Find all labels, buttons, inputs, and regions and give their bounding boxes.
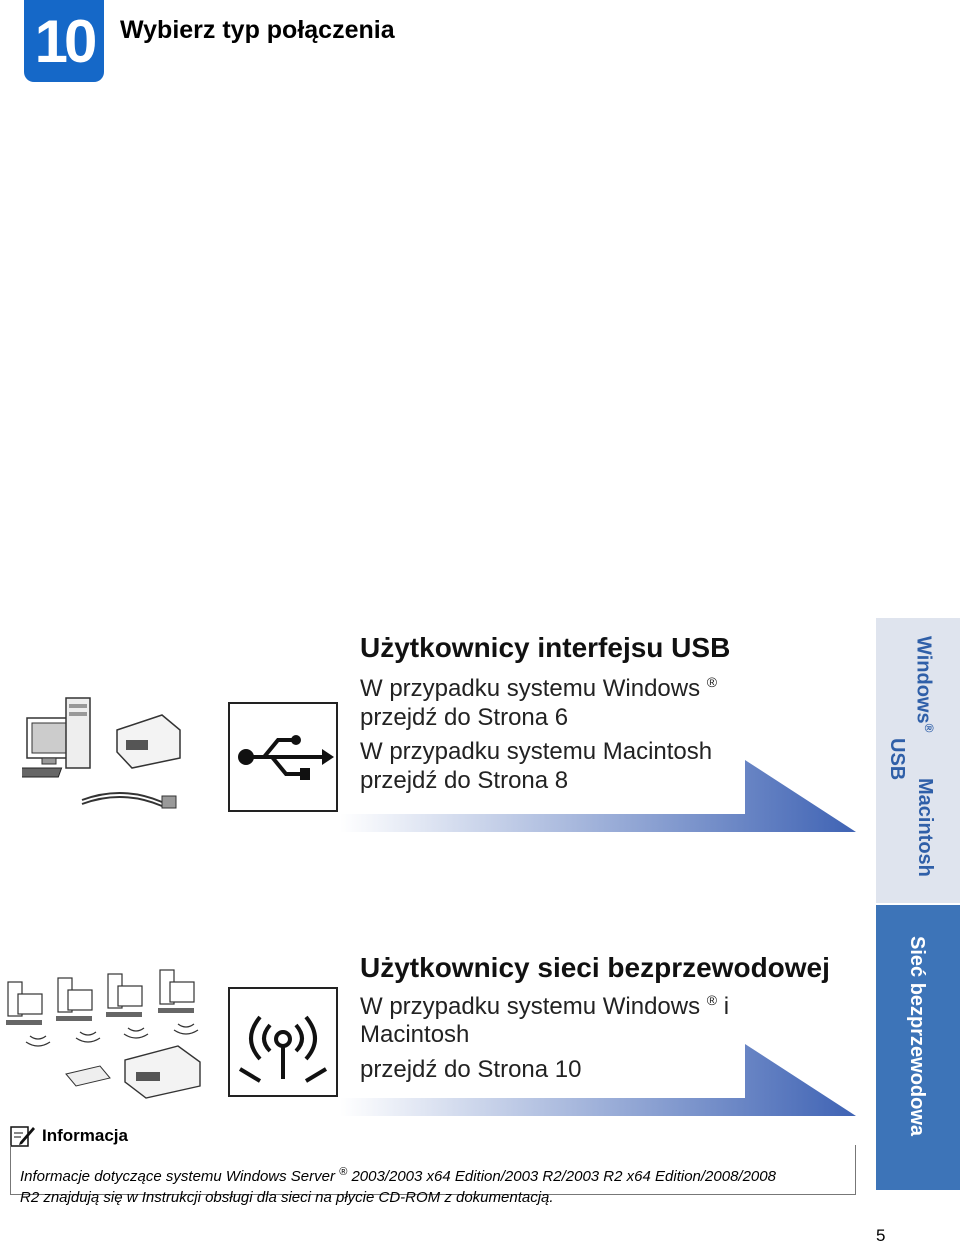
registered-mark: ® (706, 992, 718, 1008)
tab-macintosh-label: Macintosh (914, 778, 936, 877)
usb-windows-line: W przypadku systemu Windows ® (360, 674, 717, 703)
usb-mac-page-line: przejdź do Strona 8 (360, 767, 569, 794)
usb-icon (238, 735, 334, 780)
wireless-windows-line: W przypadku systemu Windows ® i (360, 992, 729, 1021)
note-line2: Edition/2008/2008 R2 znajdują się w Inst… (20, 1168, 776, 1206)
note-label: Informacja (42, 1126, 128, 1145)
usb-tab (876, 618, 960, 903)
note-box (10, 1145, 856, 1195)
page-number: 5 (876, 1226, 886, 1245)
usb-connection-illustration (22, 697, 181, 809)
registered-mark: ® (706, 674, 718, 690)
tab-usb-label: USB (886, 738, 908, 781)
usb-mac-line: W przypadku systemu Macintosh (360, 738, 713, 765)
page-title: Wybierz typ połączenia (120, 16, 395, 44)
wireless-page-line: przejdź do Strona 10 (360, 1056, 582, 1083)
wireless-icon (238, 1015, 328, 1083)
usb-windows-page-line: przejdź do Strona 6 (360, 704, 569, 731)
wireless-conjunction: i (723, 993, 730, 1020)
note-heading: Informacja (10, 1124, 128, 1148)
tab-wireless-label: Sieć bezprzewodowa (906, 936, 928, 1137)
note-pencil-icon (10, 1126, 35, 1147)
note-line1: Informacje dotyczące systemu Windows Ser… (20, 1168, 335, 1185)
side-tabs: Windows® USB Macintosh Sieć bezprzewodow… (876, 618, 960, 1190)
tab-windows-text: Windows (912, 636, 935, 724)
wireless-arrow (340, 1044, 856, 1116)
note-text: Informacje dotyczące systemu Windows Ser… (20, 1162, 780, 1208)
wireless-heading: Użytkownicy sieci bezprzewodowej (360, 952, 830, 983)
registered-mark: ® (922, 723, 936, 733)
wireless-windows-text: W przypadku systemu Windows (360, 993, 701, 1020)
note-line1-rest: 2003/2003 x64 Edition/2003 R2/2003 R2 x6… (351, 1168, 651, 1185)
registered-mark: ® (339, 1166, 348, 1178)
usb-icon-box (228, 702, 338, 812)
usb-arrow (340, 760, 856, 832)
tab-windows-label: Windows® (911, 636, 936, 732)
wireless-tab (876, 905, 960, 1190)
usb-heading: Użytkownicy interfejsu USB (360, 632, 731, 663)
step-number-badge: 10 (24, 0, 104, 82)
wireless-icon-box (228, 987, 338, 1097)
wireless-mac-line: Macintosh (360, 1021, 470, 1048)
wireless-network-illustration (6, 969, 201, 1099)
usb-windows-text: W przypadku systemu Windows (360, 675, 701, 702)
